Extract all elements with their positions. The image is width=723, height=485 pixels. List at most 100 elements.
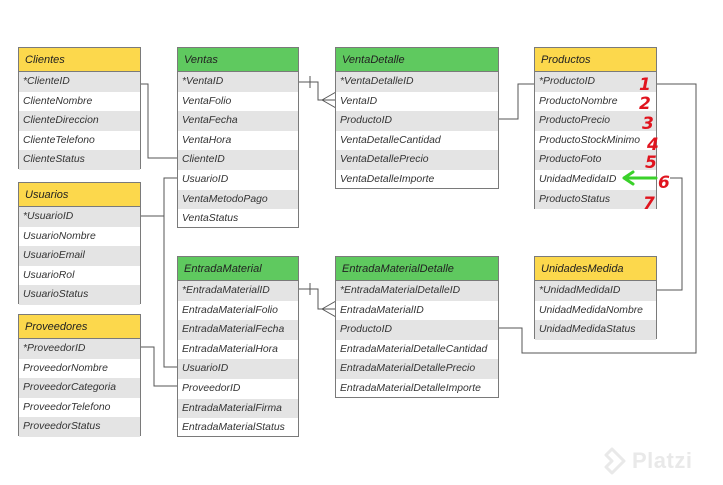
entity-field: *EntradaMaterialDetalleID — [336, 281, 498, 301]
entity-clientes-header: Clientes — [19, 48, 140, 72]
entity-field: VentaFecha — [178, 111, 298, 131]
annotation-number-3: 3 — [642, 114, 654, 134]
entity-field: EntradaMaterialFecha — [178, 320, 298, 340]
entity-field: EntradaMaterialFolio — [182, 304, 278, 316]
entity-field: UsuarioStatus — [19, 285, 140, 305]
entity-field: UsuarioRol — [23, 269, 75, 281]
entity-field: *UnidadMedidaID — [535, 281, 656, 301]
line-entradadetalle-producto — [498, 83, 697, 354]
entity-field: EntradaMaterialStatus — [182, 422, 285, 434]
entity-field: EntradaMaterialDetalleCantidad — [340, 343, 488, 355]
annotation-number-4: 4 — [646, 135, 659, 155]
entity-field: EntradaMaterialFirma — [178, 398, 298, 419]
entity-venta-detalle-header: VentaDetalle — [336, 48, 498, 72]
entity-field: ProductoID — [336, 320, 498, 340]
line-cliente-ventas — [140, 83, 178, 159]
entity-field: UnidadMedidaStatus — [535, 320, 656, 340]
platzi-watermark: Platzi — [598, 446, 718, 476]
entity-ventas-header: Ventas — [178, 48, 298, 72]
entity-field: ClienteTelefono — [23, 134, 95, 146]
entity-field: *VentaDetalleID — [336, 72, 498, 92]
entity-field: EntradaMaterialDetalleImporte — [340, 382, 481, 394]
line-unidad-producto — [656, 177, 683, 291]
entity-field: ProveedorTelefono — [23, 401, 111, 413]
entity-field: VentaDetalleImporte — [340, 173, 435, 185]
line-usuario-entrada — [140, 215, 178, 368]
entity-field: UnidadMedidaNombre — [539, 304, 643, 316]
entity-field: EntradaMaterialID — [340, 304, 424, 316]
entity-field: ClienteID — [178, 150, 298, 170]
entity-proveedores-header: Proveedores — [19, 315, 140, 339]
entity-field: VentaDetalleCantidad — [340, 134, 441, 146]
entity-field: ProductoNombre — [539, 95, 618, 107]
entity-entrada-material-header: EntradaMaterial — [178, 257, 298, 281]
entity-field: UsuarioID — [178, 359, 298, 379]
entity-field: ProductoFoto — [535, 150, 656, 170]
entity-field: UnidadMedidaID — [539, 173, 617, 185]
entity-field: ProductoPrecio — [535, 111, 656, 131]
entity-field: UsuarioNombre — [23, 230, 96, 242]
entity-entrada-material-detalle: EntradaMaterialDetalle *EntradaMaterialD… — [335, 256, 499, 398]
entity-usuarios-header: Usuarios — [19, 183, 140, 207]
entity-field: *UsuarioID — [19, 207, 140, 227]
entity-field: ProductoStatus — [535, 189, 656, 210]
entity-field: *VentaID — [178, 72, 298, 92]
entity-field: VentaMetodoPago — [178, 189, 298, 210]
annotation-number-5: 5 — [645, 153, 657, 173]
crowfoot-entrada — [321, 300, 337, 318]
entity-field: *EntradaMaterialID — [178, 281, 298, 301]
annotation-number-1: 1 — [639, 75, 651, 95]
entity-unidades-medida-header: UnidadesMedida — [535, 257, 656, 281]
entity-field: *ProveedorID — [19, 339, 140, 359]
entity-field: VentaDetallePrecio — [336, 150, 498, 170]
annotation-number-7: 7 — [643, 194, 655, 214]
green-arrow-icon — [622, 170, 658, 186]
line-proveedor-entrada — [140, 346, 178, 387]
entity-field: EntradaMaterialDetallePrecio — [336, 359, 498, 379]
annotation-number-2: 2 — [639, 94, 651, 114]
entity-field: ProveedorID — [182, 382, 241, 394]
crowfoot-venta — [321, 91, 337, 109]
entity-field: ProveedorNombre — [23, 362, 108, 374]
entity-productos-header: Productos — [535, 48, 656, 72]
entity-entrada-material-detalle-fields: *EntradaMaterialDetalleID EntradaMaterial… — [336, 281, 498, 399]
entity-field: ProveedorCategoria — [19, 378, 140, 398]
entity-field: VentaFolio — [182, 95, 232, 107]
platzi-logo-icon — [604, 447, 626, 475]
entity-field: ProductoStockMinimo — [539, 134, 641, 146]
platzi-watermark-text: Platzi — [632, 448, 693, 473]
entity-field: VentaStatus — [182, 213, 239, 225]
entity-field: VentaID — [340, 95, 378, 107]
entity-field: UsuarioID — [182, 173, 229, 185]
entity-entrada-material-detalle-header: EntradaMaterialDetalle — [336, 257, 498, 281]
entity-field: ClienteDireccion — [19, 111, 140, 131]
annotation-number-6: 6 — [658, 173, 670, 193]
entity-field: *ClienteID — [19, 72, 140, 92]
entity-field: ProveedorStatus — [19, 417, 140, 437]
entity-field: VentaHora — [182, 134, 232, 146]
line-ventadetalle-producto — [498, 83, 536, 120]
entity-field: EntradaMaterialHora — [182, 343, 278, 355]
entity-unidades-medida: UnidadesMedida *UnidadMedidaID UnidadMedi… — [534, 256, 657, 340]
entity-field: ClienteStatus — [19, 150, 140, 170]
entity-field: ClienteNombre — [23, 95, 93, 107]
entity-field: *ProductoID — [535, 72, 656, 92]
entity-field: UsuarioEmail — [19, 246, 140, 266]
entity-entrada-material: EntradaMaterial *EntradaMaterialID Entrad… — [177, 256, 299, 437]
